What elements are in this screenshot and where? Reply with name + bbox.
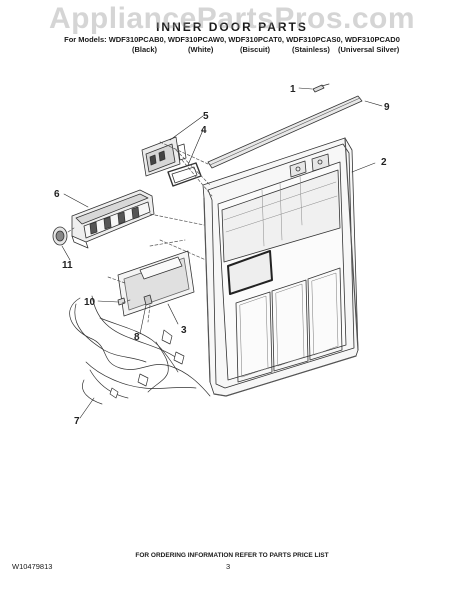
top-trim-strip <box>207 95 363 169</box>
insulation-panel <box>117 250 195 317</box>
inner-door-panel <box>202 137 359 397</box>
callout-2: 2 <box>381 157 387 168</box>
knob <box>52 226 68 246</box>
color-black: (Black) <box>132 45 158 54</box>
control-assembly <box>71 189 155 249</box>
models-line: For Models: WDF310PCAB0, WDF310PCAW0, WD… <box>64 35 400 44</box>
clip-10 <box>117 297 126 306</box>
ordering-note: FOR ORDERING INFORMATION REFER TO PARTS … <box>135 552 329 559</box>
watermark: AppliancePartsPros.com <box>48 2 416 35</box>
color-stainless: (Stainless) <box>292 45 330 54</box>
callout-10: 10 <box>84 297 96 308</box>
callout-1: 1 <box>290 84 296 95</box>
callout-5: 5 <box>203 111 209 122</box>
connector-8 <box>143 294 153 306</box>
callout-4: 4 <box>201 125 207 136</box>
color-white: (White) <box>188 45 214 54</box>
page-number: 3 <box>226 562 231 571</box>
callout-6: 6 <box>54 189 60 200</box>
page-title: INNER DOOR PARTS <box>156 20 308 34</box>
document-id: W10479813 <box>12 562 53 571</box>
callout-3: 3 <box>181 325 187 336</box>
leader-lines <box>61 87 383 419</box>
callout-7: 7 <box>74 416 80 427</box>
assembly-guides <box>67 141 213 323</box>
callout-11: 11 <box>62 260 73 271</box>
wire-harness <box>69 295 211 405</box>
screw-1 <box>312 83 330 93</box>
callout-9: 9 <box>384 102 390 113</box>
color-universal-silver: (Universal Silver) <box>338 45 400 54</box>
color-biscuit: (Biscuit) <box>240 45 270 54</box>
callout-8: 8 <box>134 332 140 343</box>
